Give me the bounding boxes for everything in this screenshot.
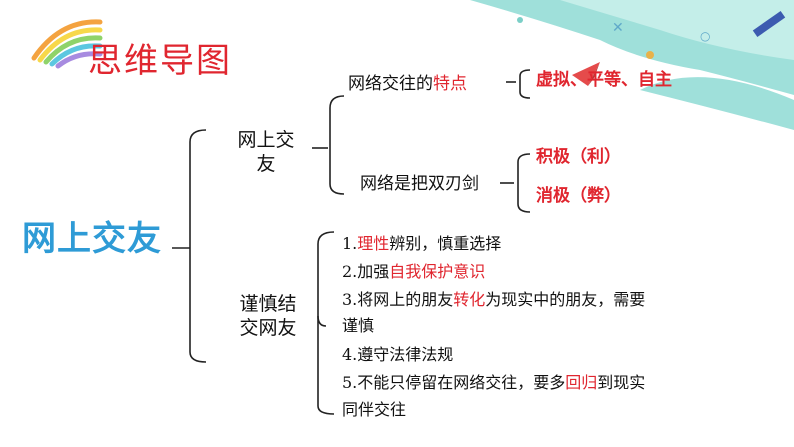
branch-label-line2: 交网友: [239, 317, 297, 339]
node-double-edged: 网络是把双刃剑: [360, 174, 479, 194]
list-item: 3.将网上的朋友转化为现实中的朋友，需要: [342, 290, 646, 309]
node-characteristics: 网络交往的特点: [348, 76, 467, 93]
leaf-negative: 消极（弊）: [536, 186, 621, 206]
list-item: 4.遵守法律法规: [342, 345, 454, 364]
svg-text:○: ○: [700, 29, 710, 43]
page-title: 思维导图: [88, 41, 232, 81]
list-item: 1.理性辨别，慎重选择: [342, 234, 502, 253]
branch-careful-friends: 谨慎结 交网友: [222, 292, 314, 340]
list-item: 5.不能只停留在网络交往，要多回归到现实: [342, 373, 646, 392]
leaf-characteristics: 虚拟、平等、自主: [536, 70, 672, 90]
list-item-continuation: 谨慎: [342, 316, 375, 335]
branch-online-friends: 网上交 友: [222, 128, 310, 176]
root-node: 网上交友: [22, 219, 162, 259]
branch-label-line1: 谨慎结: [239, 293, 297, 315]
node-characteristics-highlight: 特点: [433, 74, 467, 94]
svg-text:✕: ✕: [612, 20, 624, 36]
list-item-continuation: 同伴交往: [342, 400, 407, 419]
branch-label-line1: 网上交: [237, 129, 295, 151]
node-characteristics-prefix: 网络交往的: [348, 74, 433, 94]
pencil-icon: [752, 10, 786, 38]
branch-label-line2: 友: [256, 153, 276, 175]
paper-plane-icon: [572, 62, 600, 86]
list-item: 2.加强自我保护意识: [342, 262, 486, 281]
leaf-positive: 积极（利）: [536, 147, 621, 167]
